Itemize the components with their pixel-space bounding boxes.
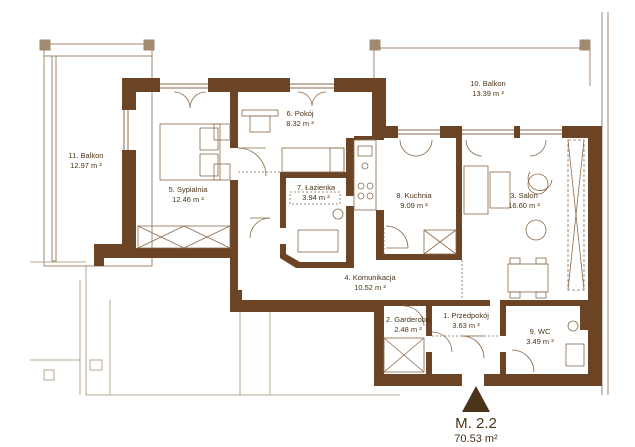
dining-table-icon <box>507 263 549 293</box>
room-label-10-area: 13.39 m ² <box>472 89 504 98</box>
room-label-7-area: 3.94 m ² <box>302 193 330 202</box>
bed-icon <box>159 123 221 181</box>
toilet-icon <box>332 208 344 220</box>
bathtub-icon <box>297 229 339 253</box>
room-label-11-name: 11. Balkon <box>69 151 104 160</box>
wc-basin-icon <box>565 343 585 367</box>
room-label-6-name: 6. Pokój <box>286 109 313 118</box>
desk-icon <box>281 147 345 173</box>
room-label-4-area: 10.52 m ² <box>354 283 386 292</box>
room-label-10-name: 10. Balkon <box>470 79 505 88</box>
neighbour-outline <box>30 261 400 396</box>
walls <box>94 78 602 386</box>
room-label-2-area: 2.48 m ² <box>394 325 422 334</box>
room-label-8-name: 8. Kuchnia <box>396 191 432 200</box>
room-label-9-area: 3.49 m ² <box>526 337 554 346</box>
room-label-5-name: 5. Sypialnia <box>169 185 209 194</box>
room-label-5-area: 12.46 m ² <box>172 195 204 204</box>
door-thresholds <box>238 171 500 337</box>
room-label-2-name: 2. Garderoba <box>386 315 431 324</box>
room-label-9-name: 9. WC <box>530 327 551 336</box>
room-label-8-area: 9.09 m ² <box>400 201 428 210</box>
room-labels: 11. Balkon 12.97 m ² 10. Balkon 13.39 m … <box>69 79 555 346</box>
windows <box>123 83 562 150</box>
room-label-3-name: 3. Salon <box>510 191 538 200</box>
room-label-1-area: 3.63 m ² <box>452 321 480 330</box>
room-label-11-area: 12.97 m ² <box>70 161 102 170</box>
unit-code: M. 2.2 <box>455 415 497 432</box>
unit-area: 70.53 m² <box>454 433 498 445</box>
room-label-4-name: 4. Komunikacja <box>344 273 396 282</box>
furniture <box>137 91 599 373</box>
room-label-3-area: 16.60 m ² <box>508 201 540 210</box>
entrance-arrow-icon <box>462 386 490 412</box>
room-label-6-area: 8.32 m ² <box>286 119 314 128</box>
kitchen-counter-icon <box>353 139 377 211</box>
unit-title: M. 2.2 70.53 m² <box>454 415 498 445</box>
sofa-icon <box>463 165 489 215</box>
armchair-icon <box>527 171 553 191</box>
wc-toilet-icon <box>567 320 579 332</box>
chair-icon <box>249 115 271 133</box>
room-label-7-name: 7. Łazienka <box>297 183 336 192</box>
room-label-1-name: 1. Przedpokój <box>443 311 489 320</box>
